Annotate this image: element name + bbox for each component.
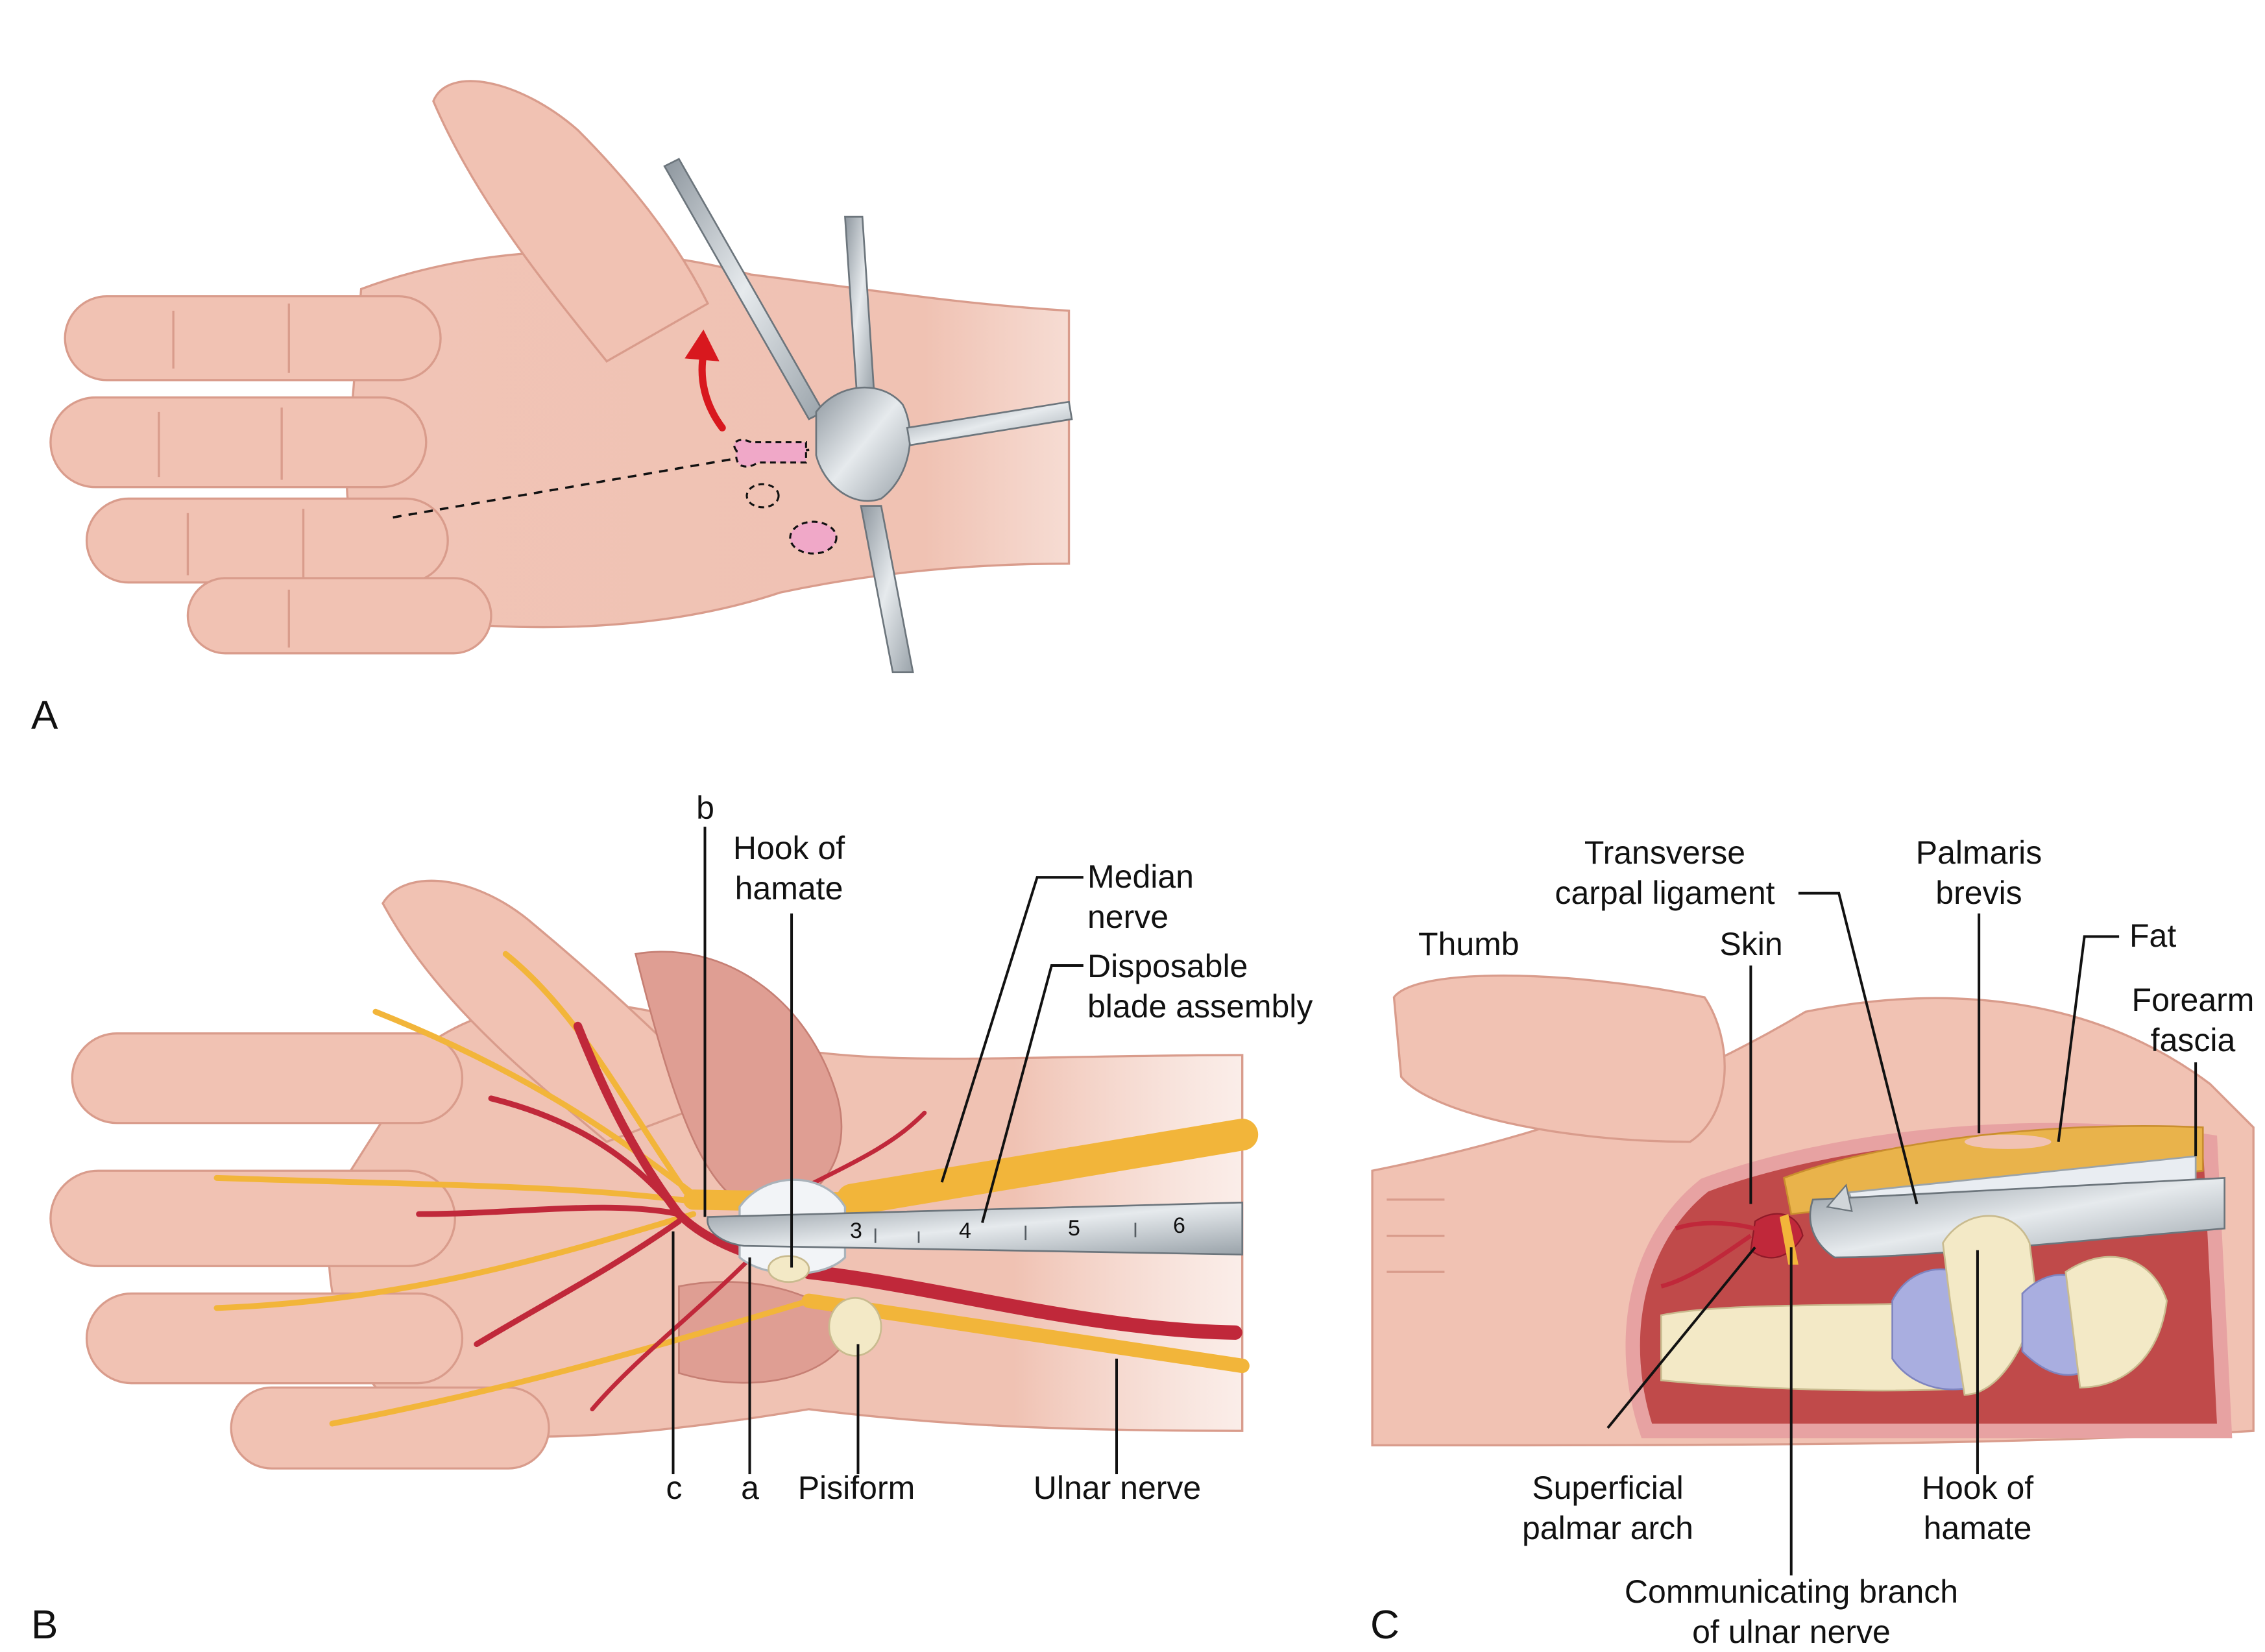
label-line: palmar arch [1522,1510,1693,1546]
label-line: nerve [1087,899,1169,935]
scale-number-5: 5 [1068,1216,1080,1241]
label-thumb: Thumb [1418,926,1520,962]
label-line: of ulnar nerve [1692,1614,1891,1650]
label-hook-of-hamate-c: Hook of hamate [1922,1468,2033,1548]
label-superficial-palmar-arch: Superficial palmar arch [1522,1468,1693,1548]
scale-number-4: 4 [959,1219,971,1243]
leader-lines [672,827,2198,1575]
label-communicating-branch: Communicating branch of ulnar nerve [1625,1572,1958,1652]
label-line: blade assembly [1087,988,1313,1025]
label-line: fascia [2150,1022,2236,1058]
retractors-and-blade [663,158,1073,674]
disposable-blade-assembly-b [707,1201,1244,1256]
label-a-marker: a [741,1470,759,1506]
label-line: Transverse [1584,834,1746,871]
label-b-marker: b [696,790,714,826]
label-hook-of-hamate-b: Hook of hamate [733,828,845,908]
nerves-yellow [213,951,1259,1427]
label-skin: Skin [1719,926,1783,962]
label-line: brevis [1935,875,2022,911]
label-median-nerve: Median nerve [1087,856,1194,937]
label-line: carpal ligament [1555,875,1775,911]
label-disposable-blade-assembly: Disposable blade assembly [1087,946,1313,1026]
blade-scale-ticks [874,1222,1137,1243]
label-forearm-fascia: Forearm fascia [2132,980,2255,1060]
panel-label-a: A [31,693,58,738]
label-pisiform: Pisiform [797,1470,915,1506]
label-line: hamate [734,870,843,906]
label-line: Median [1087,858,1194,895]
pisiform-bone [768,1255,882,1357]
label-palmaris-brevis: Palmaris brevis [1916,832,2042,913]
scale-number-3: 3 [850,1219,862,1243]
label-line: Palmaris [1915,834,2042,871]
label-line: Communicating branch [1624,1573,1959,1610]
label-line: Hook of [1921,1470,2034,1506]
label-line: hamate [1923,1510,2032,1546]
scale-number-6: 6 [1173,1213,1185,1238]
cross-section [1625,1123,2233,1439]
label-c-marker: c [666,1470,683,1506]
label-line: Disposable [1087,948,1248,984]
label-ulnar-nerve: Ulnar nerve [1033,1470,1202,1506]
panel-label-b: B [31,1603,58,1647]
label-line: Hook of [733,830,845,866]
panel-label-c: C [1370,1603,1399,1647]
landmark-markings [733,439,838,555]
label-line: Superficial [1532,1470,1684,1506]
label-line: Forearm [2131,982,2255,1018]
panel-a-hand [49,80,1071,655]
red-direction-arrow [684,329,726,431]
label-transverse-carpal-ligament: Transverse carpal ligament [1555,832,1774,913]
label-fat: Fat [2129,917,2177,954]
arteries-red [416,1021,1242,1412]
